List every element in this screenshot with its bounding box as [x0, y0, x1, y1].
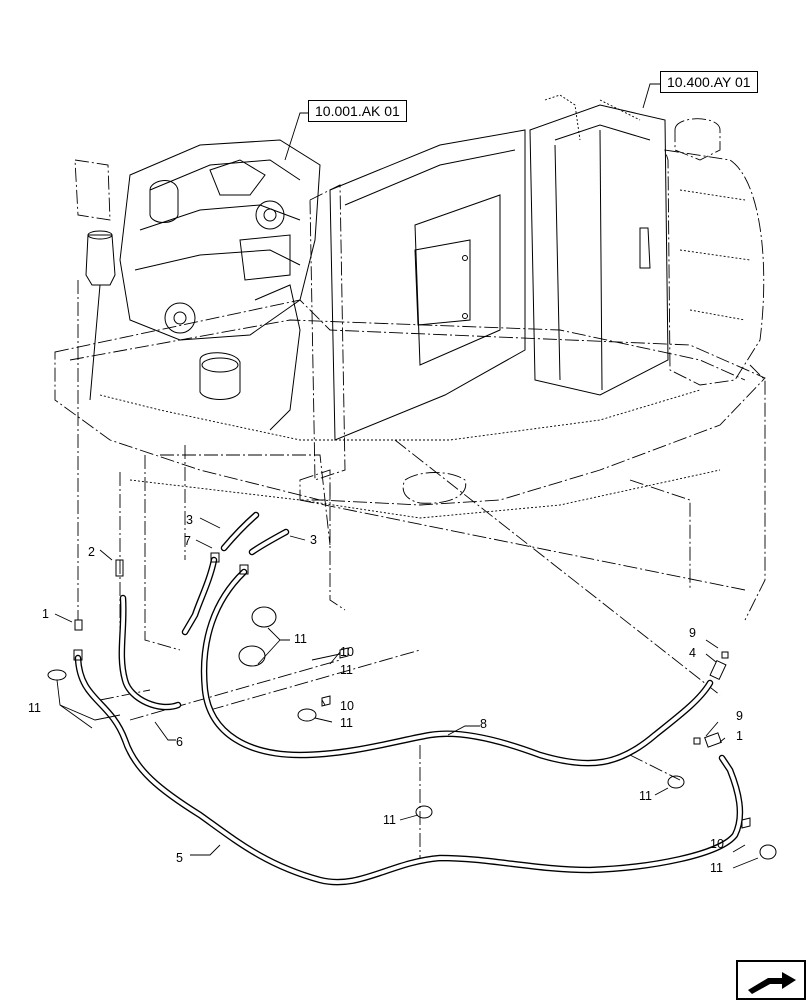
- o-ring-11d[interactable]: [297, 708, 317, 722]
- o-ring-11b[interactable]: [238, 645, 266, 667]
- callout-2: 2: [88, 545, 95, 559]
- fitting-2[interactable]: [115, 559, 124, 577]
- callout-10: 10: [340, 645, 354, 659]
- fuel-filter: [74, 159, 116, 401]
- hydraulic-tank: [529, 94, 669, 396]
- machine-assembly: [54, 94, 766, 860]
- callout-3: 3: [310, 533, 317, 547]
- fitting-1b[interactable]: [73, 649, 83, 661]
- callout-4: 4: [689, 646, 696, 660]
- tank-reference-link[interactable]: 10.400.AY 01: [660, 71, 758, 93]
- callout-11: 11: [639, 789, 652, 803]
- callout-1: 1: [736, 729, 743, 743]
- callout-8: 8: [480, 717, 487, 731]
- engine-reference-link[interactable]: 10.001.AK 01: [308, 100, 407, 122]
- reservoir: [664, 118, 765, 386]
- callout-6: 6: [176, 735, 183, 749]
- hose-5[interactable]: [74, 654, 744, 886]
- callout-labels: 1 1 2 3 3 4 5 6 7 8 9 9 10 10 10 11 11 1…: [28, 513, 743, 875]
- callout-1: 1: [42, 607, 49, 621]
- callout-11: 11: [294, 632, 307, 646]
- engine: [119, 139, 321, 431]
- callout-11: 11: [383, 813, 396, 827]
- o-ring-11a[interactable]: [251, 606, 277, 628]
- callout-5: 5: [176, 851, 183, 865]
- fitting-9b[interactable]: [693, 737, 701, 745]
- fitting-1a[interactable]: [74, 619, 83, 631]
- clamp-10c[interactable]: [741, 817, 751, 829]
- callout-11: 11: [340, 663, 353, 677]
- next-page-button[interactable]: [736, 960, 806, 1000]
- clamp-10b[interactable]: [321, 695, 331, 707]
- o-ring-11e[interactable]: [415, 805, 433, 819]
- hoses: [47, 511, 777, 886]
- o-ring-11g[interactable]: [759, 844, 777, 860]
- callout-11: 11: [710, 861, 723, 875]
- fitting-7b[interactable]: [239, 564, 249, 575]
- callout-9: 9: [736, 709, 743, 723]
- callout-7: 7: [184, 534, 191, 548]
- radiator: [299, 129, 526, 501]
- o-ring-11f[interactable]: [667, 775, 685, 789]
- fitting-1c[interactable]: [704, 732, 722, 748]
- callout-11: 11: [28, 701, 41, 715]
- o-ring-11c[interactable]: [47, 669, 67, 681]
- callout-11: 11: [340, 716, 353, 730]
- clamp-10a[interactable]: [339, 647, 349, 659]
- fitting-9a[interactable]: [721, 651, 729, 659]
- callout-10: 10: [710, 837, 724, 851]
- callout-leaders: [54, 517, 759, 869]
- callout-10: 10: [340, 699, 354, 713]
- fitting-4[interactable]: [709, 659, 727, 681]
- next-page-arrow-icon: [748, 972, 796, 994]
- fitting-7[interactable]: [210, 552, 220, 563]
- callout-3: 3: [186, 513, 193, 527]
- callout-9: 9: [689, 626, 696, 640]
